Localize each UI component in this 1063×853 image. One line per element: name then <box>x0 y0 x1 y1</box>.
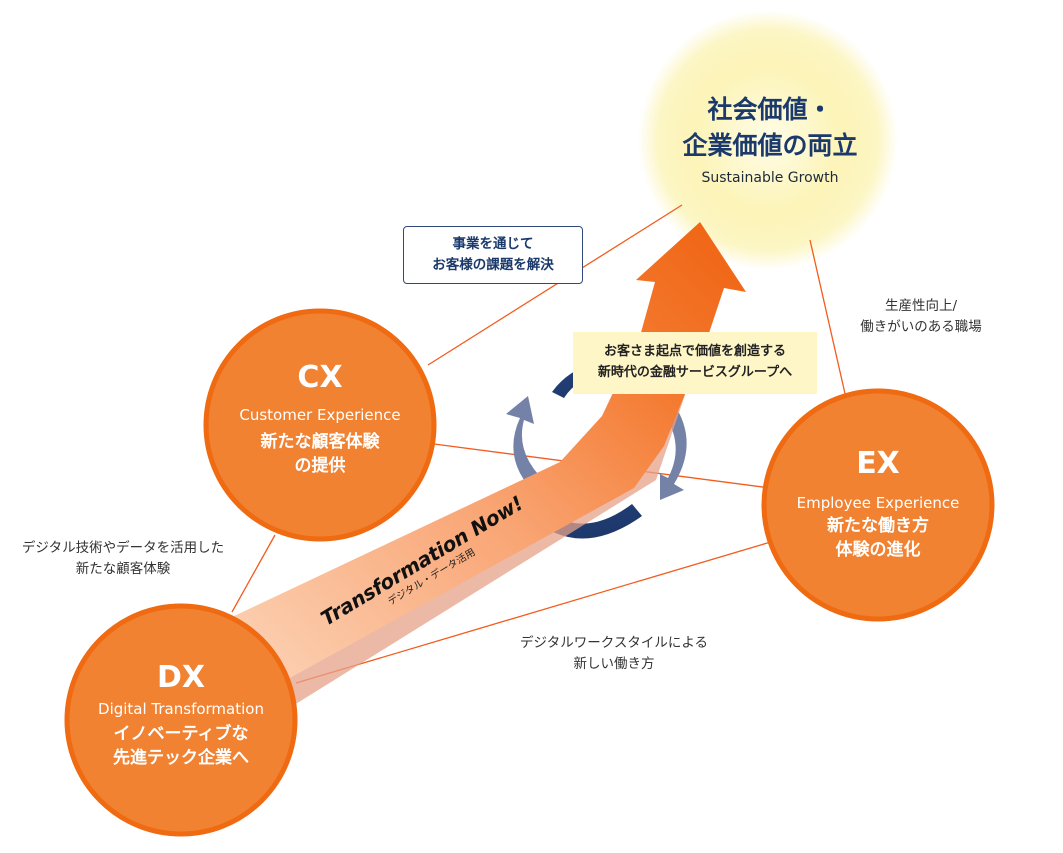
goal-title-line1: 社会価値・ <box>707 95 833 124</box>
cx-goal-box-line1: 事業を通じて <box>452 236 534 252</box>
dx-ex-note-line2: 新しい働き方 <box>573 656 655 672</box>
cx-goal-box-line2: お客様の課題を解決 <box>432 257 554 273</box>
dx-cx-note-line1: デジタル技術やデータを活用した <box>21 540 225 556</box>
dx-japanese-line1: イノベーティブな <box>113 724 249 744</box>
cx-goal-box: 事業を通じて お客様の課題を解決 <box>403 226 583 284</box>
line-cx-goal <box>427 204 683 366</box>
ex-abbr: EX <box>856 446 900 481</box>
cx-english: Customer Experience <box>239 406 401 424</box>
line-dx-cx <box>231 534 276 613</box>
dx-ex-note: デジタルワークスタイルによる 新しい働き方 <box>486 633 742 675</box>
dx-japanese-line2: 先進テック企業へ <box>113 748 249 768</box>
center-box-line1: お客さま起点で価値を創造する <box>603 344 786 359</box>
dx-circle <box>64 603 298 837</box>
goal-subtitle: Sustainable Growth <box>701 170 839 186</box>
center-box-line2: 新時代の金融サービスグループへ <box>597 365 793 380</box>
dx-ex-note-line1: デジタルワークスタイルによる <box>520 635 708 651</box>
cycle-arrow-right <box>656 396 687 500</box>
ex-english: Employee Experience <box>796 494 960 512</box>
ex-japanese-line2: 体験の進化 <box>835 540 921 560</box>
ex-goal-note-line1: 生産性向上/ <box>884 298 958 314</box>
dx-cx-note: デジタル技術やデータを活用した 新たな顧客体験 <box>0 538 246 580</box>
ex-circle <box>761 388 995 622</box>
dx-cx-note-line2: 新たな顧客体験 <box>75 561 171 577</box>
dx-english: Digital Transformation <box>98 700 264 718</box>
ex-goal-note-line2: 働きがいのある職場 <box>860 319 982 335</box>
line-ex-goal <box>809 239 847 399</box>
goal-glow <box>638 10 898 270</box>
center-box: お客さま起点で価値を創造する 新時代の金融サービスグループへ <box>573 332 817 394</box>
ex-japanese-line1: 新たな働き方 <box>827 516 929 536</box>
goal-title-line2: 企業価値の両立 <box>682 131 858 160</box>
cx-abbr: CX <box>297 360 343 395</box>
cx-text: CX Customer Experience 新たな顧客体験 の提供 <box>206 360 434 478</box>
dx-text: DX Digital Transformation イノベーティブな 先進テック… <box>67 660 295 770</box>
goal-title: 社会価値・ 企業価値の両立 <box>640 92 900 164</box>
ex-goal-note: 生産性向上/ 働きがいのある職場 <box>836 296 1006 338</box>
cx-circle <box>203 308 437 542</box>
cx-japanese-line2: の提供 <box>294 456 346 476</box>
cx-japanese-line1: 新たな顧客体験 <box>260 432 380 452</box>
line-dx-ex <box>295 540 775 684</box>
ex-text: EX Employee Experience 新たな働き方 体験の進化 <box>764 446 992 562</box>
transformation-arrow <box>230 222 746 700</box>
dx-abbr: DX <box>156 660 206 695</box>
